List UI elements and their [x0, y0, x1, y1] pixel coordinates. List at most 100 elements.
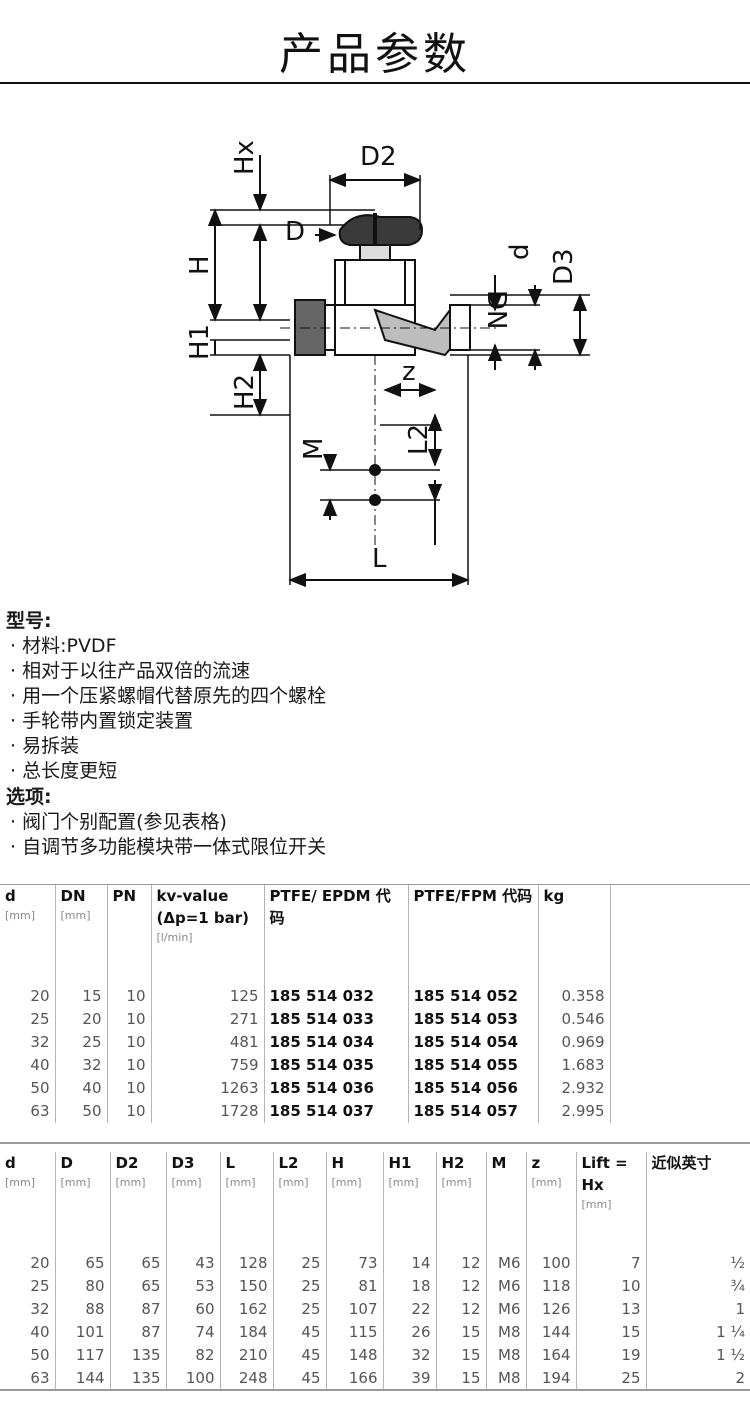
- table-cell: 184: [220, 1321, 274, 1344]
- table-cell: 15: [436, 1344, 487, 1367]
- column-header-label: DN: [60, 887, 86, 905]
- column-header-label: L2: [278, 1154, 299, 1172]
- table1-bottom-rule: [0, 1142, 750, 1144]
- table-cell: 25: [0, 1275, 56, 1298]
- table-cell: 185 514 035: [264, 1054, 409, 1077]
- column-header-unit: [l/min]: [156, 931, 193, 944]
- table-cell: 50: [55, 1100, 108, 1123]
- table-cell: 0.969: [538, 1031, 611, 1054]
- label-l2: L2: [404, 424, 434, 455]
- table-cell: 20: [0, 1252, 56, 1275]
- table-cell: 65: [110, 1252, 167, 1275]
- valve-dimension-svg: Hx D2 D H DN d D3 H1 z H2 L2 M L: [185, 140, 590, 588]
- table-cell: 25: [273, 1275, 327, 1298]
- table-cell: 2.932: [538, 1077, 611, 1100]
- table-cell: 185 514 057: [408, 1100, 539, 1123]
- table-cell: 185 514 036: [264, 1077, 409, 1100]
- table-cell: ½: [730, 1254, 745, 1272]
- empty-cell: [610, 1031, 750, 1054]
- model-item: · 材料:PVDF: [10, 635, 117, 657]
- table-cell: 162: [220, 1298, 274, 1321]
- label-small-d: d: [505, 243, 535, 260]
- column-header-unit: [mm]: [5, 909, 36, 922]
- table-cell: 12: [436, 1252, 487, 1275]
- column-header: M: [486, 1152, 527, 1252]
- table-cell: 26: [383, 1321, 437, 1344]
- column-header-unit: [mm]: [278, 1176, 309, 1189]
- table-cell: 115: [326, 1321, 384, 1344]
- table-cell: 148: [326, 1344, 384, 1367]
- feature-list: 型号: · 材料:PVDF · 相对于以往产品双倍的流速 · 用一个压紧螺帽代替…: [6, 608, 746, 860]
- column-header: z[mm]: [526, 1152, 577, 1252]
- table2-bottom-rule: [0, 1389, 750, 1391]
- column-header: PTFE/ EPDM 代码: [264, 885, 409, 985]
- label-h: H: [185, 255, 215, 275]
- table-cell: 50: [0, 1344, 56, 1367]
- table-cell: 144: [55, 1367, 111, 1390]
- table-cell: 40: [55, 1077, 108, 1100]
- table-cell: 117: [55, 1344, 111, 1367]
- column-header: L[mm]: [220, 1152, 274, 1252]
- table-cell: 45: [273, 1321, 327, 1344]
- table-cell: 88: [55, 1298, 111, 1321]
- table-cell: 87: [110, 1321, 167, 1344]
- table-cell: 271: [151, 1008, 265, 1031]
- table-cell: 14: [383, 1252, 437, 1275]
- table-cell: 32: [55, 1054, 108, 1077]
- table-cell: 135: [110, 1367, 167, 1390]
- table-cell: 194: [526, 1367, 577, 1390]
- table-cell: 65: [110, 1275, 167, 1298]
- table-cell: 1.683: [538, 1054, 611, 1077]
- table-cell: 53: [166, 1275, 221, 1298]
- table-cell: 185 514 053: [408, 1008, 539, 1031]
- table-cell: 63: [0, 1367, 56, 1390]
- empty-cell: [610, 1077, 750, 1100]
- table-cell: 248: [220, 1367, 274, 1390]
- table-cell: 128: [220, 1252, 274, 1275]
- label-h1: H1: [185, 324, 215, 360]
- table-cell: 185 514 055: [408, 1054, 539, 1077]
- label-dn: DN: [481, 290, 511, 329]
- column-header-label: L: [225, 1154, 236, 1172]
- column-header: D3[mm]: [166, 1152, 221, 1252]
- table-cell: 125: [151, 985, 265, 1008]
- table-cell: 22: [383, 1298, 437, 1321]
- empty-cell: [610, 985, 750, 1008]
- table-cell: 39: [383, 1367, 437, 1390]
- table-cell: 15: [55, 985, 108, 1008]
- model-heading: 型号:: [6, 610, 52, 632]
- table-cell: 759: [151, 1054, 265, 1077]
- column-header-unit: [mm]: [531, 1176, 562, 1189]
- title-divider: [0, 82, 750, 84]
- label-d: D: [285, 217, 305, 247]
- empty-cell: [610, 1054, 750, 1077]
- page-title: 产品参数: [279, 29, 471, 80]
- model-item: · 用一个压紧螺帽代替原先的四个螺栓: [10, 685, 327, 707]
- column-header-label: Lift = Hx: [581, 1154, 628, 1194]
- table-cell: 100: [166, 1367, 221, 1390]
- table-cell: 25: [273, 1252, 327, 1275]
- column-header-unit: [mm]: [5, 1176, 36, 1189]
- table-cell: 185 514 032: [264, 985, 409, 1008]
- column-header-label: d: [5, 1154, 16, 1172]
- label-h2: H2: [230, 374, 260, 410]
- table-cell: 2.995: [538, 1100, 611, 1123]
- column-header-label: H: [331, 1154, 345, 1172]
- table-cell: 20: [55, 1008, 108, 1031]
- table-cell: 15: [576, 1321, 647, 1344]
- column-header-unit: [mm]: [171, 1176, 202, 1189]
- table-cell: M6: [486, 1252, 527, 1275]
- table-cell: 32: [0, 1031, 56, 1054]
- table-cell: 1 ¼: [716, 1323, 745, 1341]
- column-header-label: H2: [441, 1154, 465, 1172]
- column-header: H2[mm]: [436, 1152, 487, 1252]
